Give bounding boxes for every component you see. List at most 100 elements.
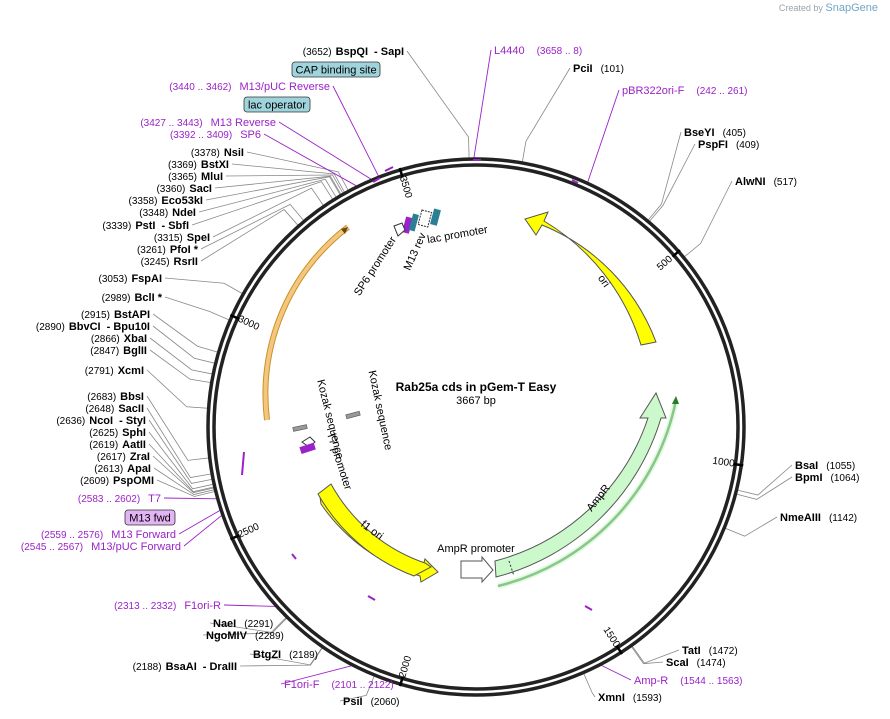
restriction-site-24[interactable]: (2791)XcmI bbox=[85, 365, 144, 377]
primer-marks bbox=[241, 159, 593, 611]
primer-leader-3 bbox=[280, 664, 354, 685]
tick-2000 bbox=[398, 676, 405, 687]
restriction-site-26[interactable]: (2866)XbaI bbox=[91, 333, 147, 345]
restriction-site-22[interactable]: (2648)SacII bbox=[85, 403, 144, 415]
snapgene-logo: SnapGene bbox=[825, 2, 878, 14]
leader-39 bbox=[231, 163, 346, 194]
primer-1[interactable]: pBR322ori-F(242 .. 261) bbox=[622, 85, 748, 97]
plasmid-length: 3667 bp bbox=[456, 395, 496, 407]
tick-label-2500: 2500 bbox=[236, 521, 261, 540]
boxed-label-lac-operator[interactable]: lac operator bbox=[243, 96, 311, 113]
primer-3[interactable]: F1ori-F(2101 .. 2122) bbox=[284, 679, 394, 691]
leader-1 bbox=[521, 67, 571, 164]
restriction-site-29[interactable]: (2989)BclI * bbox=[102, 292, 163, 304]
leader-31 bbox=[200, 209, 299, 262]
restriction-site-36[interactable]: (3358)Eco53kI bbox=[129, 195, 204, 207]
restriction-site-4[interactable]: AlwNI(517) bbox=[735, 176, 797, 188]
boxed-label-cap[interactable]: CAP binding site bbox=[291, 61, 381, 78]
restriction-site-19[interactable]: (2619)AatII bbox=[89, 439, 146, 451]
restriction-site-20[interactable]: (2625)SphI bbox=[89, 427, 146, 439]
restriction-site-10[interactable]: XmnI(1593) bbox=[598, 692, 662, 704]
boxed-label-lac-operator-text: lac operator bbox=[248, 100, 306, 112]
restriction-site-9[interactable]: ScaI(1474) bbox=[666, 657, 726, 669]
restriction-site-34[interactable]: (3339)PstI- SbfI bbox=[102, 220, 189, 232]
backbone-outer-circle bbox=[206, 157, 746, 697]
primer-7[interactable]: (2583 .. 2602)T7 bbox=[78, 493, 161, 505]
restriction-site-8[interactable]: TatI(1472) bbox=[682, 645, 738, 657]
primer-leader-7 bbox=[163, 497, 218, 500]
restriction-site-14[interactable]: NaeI(2291) bbox=[213, 618, 273, 630]
restriction-site-5[interactable]: BsaI(1055) bbox=[795, 460, 855, 472]
restriction-site-27[interactable]: (2890)BbvCI- Bpu10I bbox=[36, 321, 150, 333]
leader-32 bbox=[200, 203, 305, 250]
primer-0[interactable]: L4440(3658 .. 8) bbox=[494, 45, 582, 57]
primer-5[interactable]: (2545 .. 2567)M13/pUC Forward bbox=[21, 541, 181, 553]
restriction-site-18[interactable]: (2617)ZraI bbox=[97, 451, 150, 463]
leader-17 bbox=[153, 467, 216, 496]
leader-23 bbox=[146, 395, 210, 461]
restriction-site-23[interactable]: (2683)BbsI bbox=[87, 391, 144, 403]
leader-20 bbox=[148, 431, 215, 490]
restriction-site-30[interactable]: (3053)FspAI bbox=[99, 273, 162, 285]
leader-28 bbox=[152, 313, 219, 353]
leader-13 bbox=[239, 646, 324, 667]
primer-6[interactable]: (2559 .. 2576)M13 Forward bbox=[41, 529, 176, 541]
restriction-site-6[interactable]: BpmI(1064) bbox=[795, 472, 859, 484]
primer-leader-9 bbox=[278, 121, 373, 181]
restriction-site-31[interactable]: (3245)RsrII bbox=[141, 256, 198, 268]
leader-30 bbox=[164, 277, 244, 295]
restriction-site-11[interactable]: PsiI(2060) bbox=[343, 696, 399, 708]
restriction-site-21[interactable]: (2636)NcoI- StyI bbox=[56, 415, 146, 427]
restriction-site-15[interactable]: NgoMIV(2289) bbox=[206, 630, 284, 642]
restriction-site-7[interactable]: NmeAIII(1142) bbox=[780, 512, 857, 524]
t7-kozak-cluster[interactable]: T7 promoter Kozak sequence Kozak sequenc… bbox=[292, 369, 395, 492]
restriction-site-12[interactable]: BtgZI(2189) bbox=[253, 649, 318, 661]
restriction-site-0[interactable]: (3652)BspQI- SapI bbox=[303, 46, 404, 58]
restriction-site-3[interactable]: PspFI(409) bbox=[698, 139, 759, 151]
restriction-site-37[interactable]: (3360)SacI bbox=[156, 183, 212, 195]
insert-arc bbox=[262, 224, 350, 421]
restriction-site-2[interactable]: BseYI(405) bbox=[684, 127, 746, 139]
backbone-inner-circle bbox=[212, 163, 740, 691]
primer-8[interactable]: (3392 .. 3409)SP6 bbox=[170, 129, 261, 141]
restriction-site-25[interactable]: (2847)BglII bbox=[90, 345, 147, 357]
restriction-site-13[interactable]: (2188)BsaAI- DraIII bbox=[133, 661, 237, 673]
restriction-site-33[interactable]: (3315)SpeI bbox=[154, 232, 210, 244]
plasmid-title: Rab25a cds in pGem-T Easy bbox=[396, 380, 557, 394]
leader-29 bbox=[164, 296, 231, 321]
primer-9[interactable]: (3427 .. 3443)M13 Reverse bbox=[140, 117, 276, 129]
leader-16 bbox=[156, 479, 216, 497]
feature-ampr[interactable]: AmpR bbox=[494, 391, 679, 589]
tick-3500 bbox=[398, 167, 404, 178]
leader-18 bbox=[152, 455, 216, 494]
restriction-site-17[interactable]: (2613)ApaI bbox=[94, 463, 151, 475]
primer-2[interactable]: Amp-R(1544 .. 1563) bbox=[634, 675, 743, 687]
leader-9 bbox=[630, 645, 664, 665]
restriction-site-28[interactable]: (2915)BstAPI bbox=[81, 309, 150, 321]
leader-36 bbox=[205, 176, 341, 201]
leader-5 bbox=[736, 464, 793, 496]
restriction-site-1[interactable]: PciI(101) bbox=[573, 63, 624, 75]
restriction-site-38[interactable]: (3365)MluI bbox=[168, 171, 223, 183]
leader-11 bbox=[339, 674, 375, 702]
primer-leader-6 bbox=[178, 509, 222, 535]
leader-10 bbox=[582, 672, 596, 698]
primer-leader-1 bbox=[586, 89, 620, 184]
leader-38 bbox=[225, 174, 344, 195]
feature-ampr-promoter[interactable]: AmpR promoter bbox=[437, 543, 515, 584]
lac-promoter-cluster[interactable]: lac promoter M13 rev SP6 promoter bbox=[352, 208, 489, 298]
primer-10[interactable]: (3440 .. 3462)M13/pUC Reverse bbox=[169, 81, 330, 93]
restriction-site-16[interactable]: (2609)PspOMI bbox=[80, 475, 154, 487]
site-labels: (3652)BspQI- SapI PciI(101) BseYI(405)PspF… bbox=[21, 45, 860, 708]
leader-6 bbox=[735, 476, 793, 500]
restriction-site-39[interactable]: (3369)BstXI bbox=[168, 159, 229, 171]
boxed-label-m13-fwd[interactable]: M13 fwd bbox=[124, 509, 176, 526]
snapgene-branding: Created by SnapGene bbox=[779, 2, 878, 14]
feature-f1-ori[interactable]: f1 ori bbox=[317, 483, 439, 583]
restriction-site-40[interactable]: (3378)NsiI bbox=[191, 147, 244, 159]
restriction-site-35[interactable]: (3348)NdeI bbox=[139, 207, 196, 219]
leader-19 bbox=[148, 443, 215, 493]
feature-ori[interactable]: ori bbox=[524, 211, 657, 346]
primer-4[interactable]: (2313 .. 2332)F1ori-R bbox=[114, 600, 221, 612]
restriction-site-32[interactable]: (3261)PfoI * bbox=[137, 244, 199, 256]
